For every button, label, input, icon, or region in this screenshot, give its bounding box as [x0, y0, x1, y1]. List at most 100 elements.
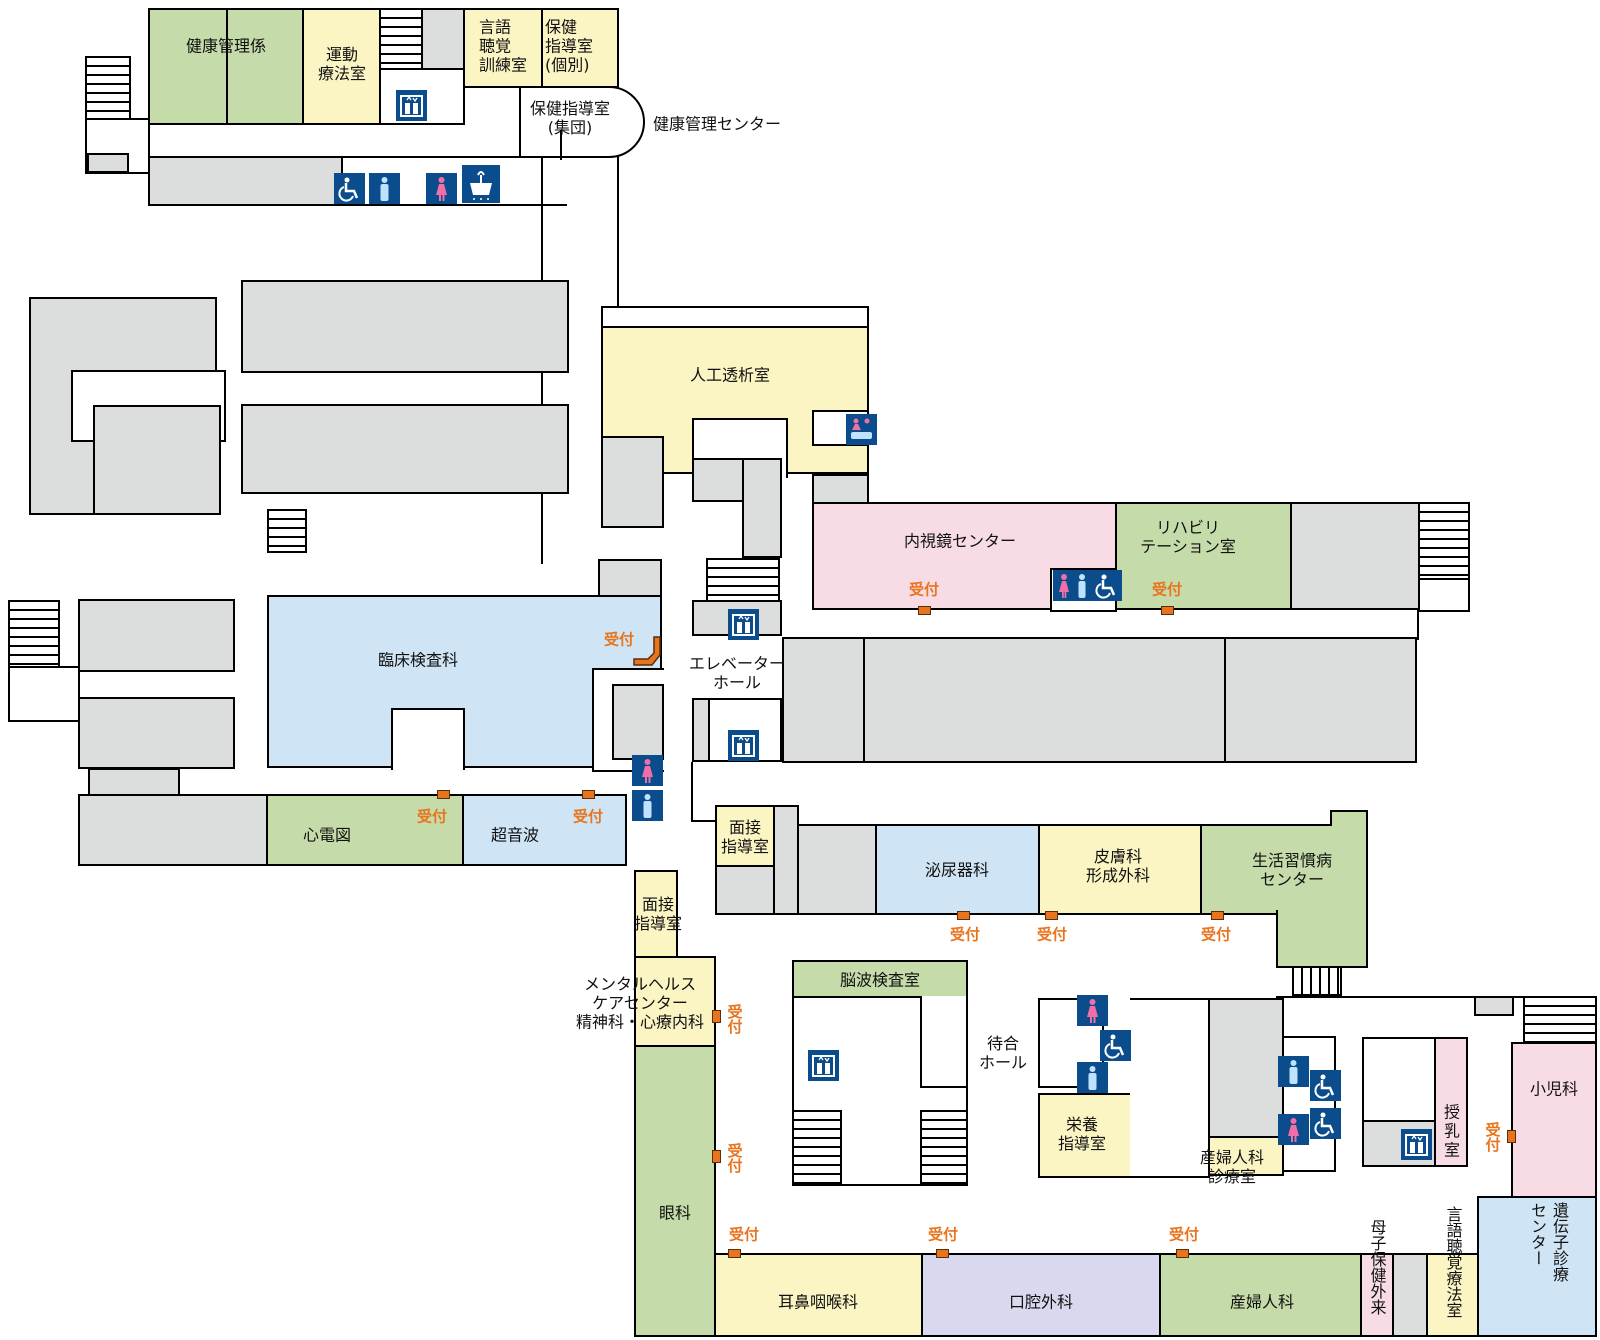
room-genetic-medicine-center[interactable]	[1477, 1196, 1597, 1337]
label-ophthalmology: 眼科	[658, 1203, 692, 1223]
label-nursing-room: 授 乳 室	[1443, 1102, 1461, 1160]
label-ecg: 心電図	[302, 825, 352, 845]
label-genetic-medicine: 遺伝子診療 センター	[1528, 1202, 1569, 1282]
male-restroom-icon	[369, 173, 400, 204]
room-ophthalmology[interactable]	[634, 1045, 716, 1337]
room-nursing[interactable]	[1434, 1037, 1468, 1167]
service-room	[1474, 996, 1514, 1016]
non-public-area	[241, 280, 569, 373]
label-ultrasound: 超音波	[490, 825, 540, 845]
room-interview-guidance-2[interactable]	[634, 870, 678, 958]
non-public-area	[715, 865, 775, 915]
label-obgyn: 産婦人科	[1229, 1292, 1295, 1312]
non-public-area	[88, 768, 180, 796]
non-public-area	[773, 805, 799, 915]
reception-label: 受付	[949, 925, 981, 944]
stairs	[1523, 996, 1597, 1044]
label-urology: 泌尿器科	[924, 860, 990, 880]
service-room	[87, 153, 129, 173]
reception-mark	[728, 1249, 741, 1258]
stairs	[1292, 966, 1342, 996]
label-pediatrics: 小児科	[1529, 1079, 1579, 1099]
corridor-wall	[617, 156, 619, 306]
elevator-icon	[1401, 1129, 1432, 1160]
reception-mark	[1507, 1130, 1516, 1143]
reception-counter	[632, 635, 662, 667]
reception-label: 受付	[908, 580, 940, 599]
label-health-management: 健康管理係	[185, 36, 267, 56]
non-public-area	[1290, 502, 1420, 610]
partition	[226, 8, 228, 125]
label-ent: 耳鼻咽喉科	[777, 1292, 859, 1312]
label-speech-training: 言語 聴覚 訓練室	[479, 17, 528, 75]
room-mental-health-care-center[interactable]	[634, 956, 716, 1047]
room-pediatrics[interactable]	[1511, 1042, 1597, 1198]
room-dermatology-plastic-surgery[interactable]	[1038, 824, 1202, 915]
reception-mark	[936, 1249, 949, 1258]
non-public-area	[797, 824, 877, 915]
reception-label: 受付	[572, 807, 604, 826]
corridor	[601, 306, 869, 328]
non-public-area	[812, 474, 869, 504]
wheelchair-icon	[1091, 570, 1122, 601]
label-health-center: 健康管理センター	[653, 114, 782, 134]
corridor	[1418, 578, 1470, 612]
non-public-area	[78, 697, 235, 769]
reception-mark	[957, 911, 970, 920]
room-speech-therapy[interactable]	[1426, 1253, 1479, 1337]
label-eeg: 脳波検査室	[839, 970, 921, 990]
reception-mark	[1176, 1249, 1189, 1258]
room-ultrasound[interactable]	[462, 794, 627, 866]
service-room	[612, 684, 664, 760]
label-elevator-hall: エレベーター ホール	[688, 654, 786, 692]
inner-wall	[920, 996, 968, 1088]
non-public-area	[93, 405, 221, 515]
reception-label: 受付	[725, 1143, 744, 1173]
room-ent[interactable]	[714, 1253, 923, 1337]
wheelchair-icon	[334, 173, 365, 204]
room-ecg[interactable]	[266, 794, 464, 866]
reception-mark	[437, 790, 450, 799]
non-public-area	[782, 637, 865, 763]
service-room	[692, 458, 744, 502]
corridor-wall	[691, 820, 715, 822]
reception-label: 受付	[1168, 1225, 1200, 1244]
label-interview-guidance-1: 面接 指導室	[720, 818, 770, 856]
corridor-wall	[541, 204, 567, 206]
corridor-wall	[691, 762, 693, 822]
service-room	[742, 458, 782, 558]
non-public-area	[1392, 1253, 1428, 1337]
label-lifestyle-disease-center: 生活習慣病 センター	[1251, 851, 1333, 889]
corridor-wall	[541, 204, 543, 564]
corridor-wall	[1417, 610, 1419, 640]
service-room	[598, 559, 662, 597]
corridor-wall	[1276, 996, 1597, 998]
stairs	[1418, 502, 1470, 580]
reception-label: 受付	[1151, 580, 1183, 599]
corridor	[8, 666, 80, 722]
label-obgyn-consultation: 産婦人科 診療室	[1199, 1148, 1265, 1186]
reception-label: 受付	[416, 807, 448, 826]
male-restroom-icon	[1077, 1062, 1108, 1093]
reception-label: 受付	[927, 1225, 959, 1244]
non-public-area	[241, 404, 569, 494]
non-public-area	[78, 794, 268, 866]
label-mental-health: メンタルヘルス ケアセンター 精神科・心療内科	[575, 974, 705, 1032]
room-obgyn-consultation[interactable]	[1208, 1136, 1284, 1176]
room-eeg[interactable]	[792, 960, 968, 998]
label-oral-surgery: 口腔外科	[1008, 1292, 1074, 1312]
reception-label: 受付	[725, 1004, 744, 1034]
reception-label: 受付	[728, 1225, 760, 1244]
reception-mark	[1161, 606, 1174, 615]
room-lifestyle-disease-center[interactable]	[1200, 824, 1368, 915]
corridor-wall	[560, 130, 562, 160]
female-restroom-icon	[426, 173, 457, 204]
water-fountain-icon	[462, 165, 500, 203]
label-dermatology: 皮膚科 形成外科	[1085, 847, 1151, 885]
room-exercise-therapy[interactable]	[302, 8, 382, 125]
stairs	[920, 1110, 968, 1186]
room-lifestyle-disease-center-ext	[1276, 910, 1368, 968]
room-lifestyle-disease-center-top	[1330, 810, 1368, 826]
male-restroom-icon	[1278, 1056, 1309, 1087]
room-health-guidance-group[interactable]	[519, 86, 645, 158]
